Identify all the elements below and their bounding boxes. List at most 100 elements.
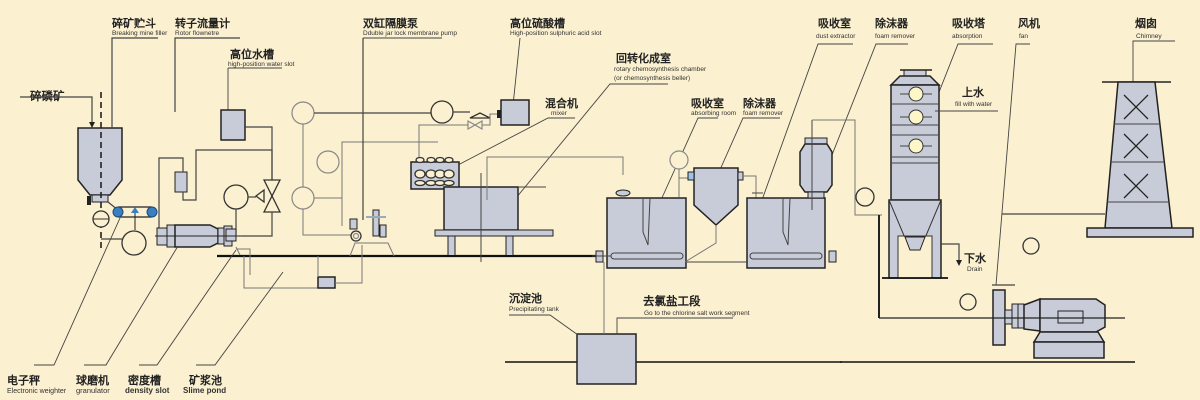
acid-flow-indicator-icon bbox=[469, 112, 491, 119]
water-valve bbox=[254, 179, 282, 213]
slime-pond-zh: 矿浆池 bbox=[189, 373, 222, 387]
granulator-ball-mill bbox=[155, 224, 242, 248]
fill-water-zh: 上水 bbox=[962, 85, 985, 99]
leader-hopper bbox=[111, 37, 158, 128]
pump-gauge-2 bbox=[316, 150, 340, 174]
leader-foam-remover-2 bbox=[829, 43, 908, 161]
fan-gauge-1 bbox=[959, 293, 977, 311]
input-arrow-icon bbox=[89, 122, 95, 128]
leader-precipitating bbox=[509, 314, 579, 336]
rotary-chamber-en: rotary chemosynthesis chamber bbox=[614, 66, 707, 73]
chimney bbox=[1086, 81, 1194, 238]
precipitating-en: Precipitating tank bbox=[509, 306, 560, 313]
drain-arrow-icon bbox=[956, 260, 962, 266]
acid-tank-outlet bbox=[497, 110, 501, 118]
leader-foam-remover-1 bbox=[710, 117, 780, 191]
foam-remover-2-zh: 除沫器 bbox=[875, 16, 909, 30]
absorber-gauge bbox=[669, 150, 689, 170]
fan-zh: 风机 bbox=[1018, 16, 1040, 30]
leader-mixer bbox=[457, 117, 575, 166]
electronic-weighter-en: Electronic weighter bbox=[7, 388, 67, 395]
breaking-mine-filler-en: Breaking mine filler bbox=[112, 30, 168, 37]
foam-remover-1-zh: 除沫器 bbox=[743, 96, 777, 110]
dust-extractor-en: dust extractor bbox=[816, 33, 856, 40]
sulphuric-slot-zh: 高位硫酸槽 bbox=[510, 16, 565, 30]
electronic-weighter bbox=[92, 201, 158, 256]
pipe-gauge-bottom bbox=[302, 209, 355, 236]
absorbing-room-en: absorbing room bbox=[691, 110, 736, 117]
pipe-flowmeter-in bbox=[158, 157, 184, 230]
leader-chimney bbox=[1132, 40, 1175, 82]
slime-pond-en: Slime pond bbox=[183, 386, 226, 395]
absorption-en: absorption bbox=[952, 33, 983, 40]
pipe-valve-to-mill bbox=[242, 212, 273, 237]
rotor-flowmeter bbox=[174, 171, 188, 193]
fan-gauge-2 bbox=[1022, 237, 1040, 255]
pipe-acid-valve bbox=[482, 113, 497, 126]
rotor-flowmeter-en: Rotor flownetre bbox=[175, 30, 219, 37]
density-slot-zh: 密度槽 bbox=[128, 373, 161, 387]
leader-rotary-chamber bbox=[501, 83, 668, 216]
pump-gauge-3 bbox=[291, 186, 315, 210]
acid-meter-circle bbox=[430, 100, 454, 124]
high-water-slot-zh: 高位水槽 bbox=[230, 47, 274, 61]
precipitating-zh: 沉淀池 bbox=[509, 291, 542, 305]
drain-en: Drain bbox=[967, 266, 983, 273]
chimney-en: Chimney bbox=[1136, 33, 1162, 40]
membrane-pump-en: Dduble jar lock membrane pump bbox=[363, 30, 457, 37]
pipe-gauge-right bbox=[314, 141, 438, 199]
pipe-slime-to-pump bbox=[335, 245, 363, 284]
pipe-acid-to-mixer bbox=[418, 124, 468, 160]
density-slot-en: density slot bbox=[125, 386, 170, 395]
absorbing-room-zh: 吸收室 bbox=[691, 96, 724, 110]
tower-gauge bbox=[855, 187, 875, 207]
mixer-zh: 混合机 bbox=[545, 96, 578, 110]
water-meter-circle bbox=[223, 184, 249, 210]
chimney-zh: 烟囱 bbox=[1135, 16, 1157, 30]
pipe-drain bbox=[941, 243, 960, 262]
leader-absorbing-room bbox=[660, 117, 718, 201]
high-water-slot-en: high-position water slot bbox=[228, 61, 295, 68]
rotor-flowmeter-zh: 转子流量计 bbox=[175, 16, 230, 30]
fill-water-en: fill with water bbox=[955, 101, 993, 108]
double-jar-membrane-pump bbox=[349, 209, 395, 257]
density-slot-outline bbox=[235, 246, 251, 275]
foam-remover-cyclone bbox=[684, 167, 763, 263]
electronic-weighter-zh: 电子秤 bbox=[7, 373, 40, 387]
breaking-mine-filler-hopper bbox=[77, 127, 123, 205]
input-label: 碎磷矿 bbox=[30, 89, 65, 103]
mixer-device bbox=[410, 156, 460, 190]
drain-zh: 下水 bbox=[964, 251, 987, 265]
sulphuric-slot-en: High-position sulphuric acid slot bbox=[510, 30, 602, 37]
rotary-chamber-zh: 回转化成室 bbox=[616, 51, 671, 65]
leader-electronic-weighter bbox=[34, 217, 121, 366]
acid-valve bbox=[467, 119, 483, 131]
absorption-zh: 吸收塔 bbox=[952, 16, 986, 30]
pump-gauge-1 bbox=[291, 101, 315, 125]
leader-dust-extractor bbox=[761, 43, 853, 201]
high-water-slot-tank bbox=[220, 109, 246, 141]
absorption-tower bbox=[882, 69, 948, 279]
fan-en: fan bbox=[1019, 33, 1028, 40]
fan-motor bbox=[840, 289, 1135, 363]
leader-flowmeter bbox=[174, 37, 240, 112]
absorbing-room-tank bbox=[592, 189, 687, 269]
foam-remover-2-en: foam remover bbox=[875, 33, 916, 40]
breaking-mine-filler-zh: 碎矿贮斗 bbox=[112, 16, 156, 30]
input-feed-line bbox=[20, 96, 93, 125]
leader-chlorine-segment bbox=[616, 317, 733, 334]
rotary-chemosynthesis-chamber bbox=[434, 173, 554, 262]
slime-pond-pump-box bbox=[317, 276, 336, 289]
pipe-chamber-to-absorber bbox=[486, 156, 624, 200]
precipitating-tank bbox=[576, 333, 637, 385]
leader-density-slot bbox=[139, 249, 237, 366]
mixer-en: mixer bbox=[551, 110, 568, 117]
rotary-chamber-en2: (or chemosynthesis beller) bbox=[614, 75, 690, 82]
leader-granulator bbox=[84, 245, 179, 366]
chlorine-segment-en: Go to the chlorine salt work segment bbox=[644, 310, 750, 317]
pipe-to-absorption-tower bbox=[812, 119, 882, 216]
dust-extractor-zh: 吸收室 bbox=[818, 16, 851, 30]
leader-slime-pond bbox=[196, 271, 284, 366]
foam-remover-1-en: foam remover bbox=[743, 110, 784, 117]
slime-pond-outline bbox=[243, 256, 318, 289]
